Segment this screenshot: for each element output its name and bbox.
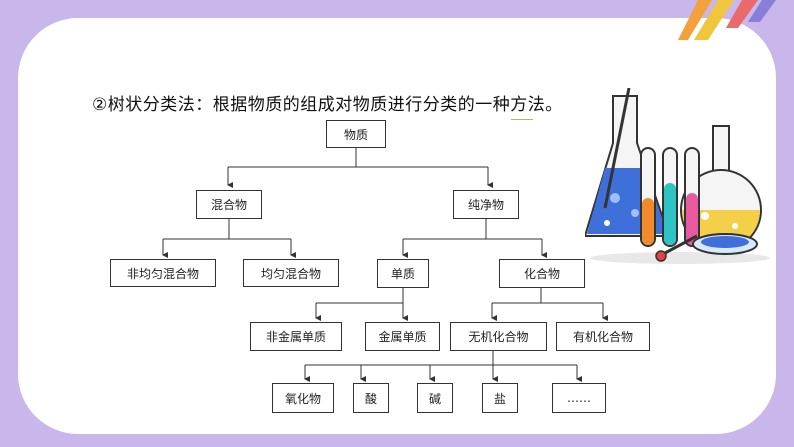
node-acid: 酸 [353, 383, 389, 413]
node-homogeneous-mixture: 均匀混合物 [243, 259, 339, 287]
node-metal-element: 金属单质 [365, 322, 440, 351]
node-ellipsis: …… [552, 383, 606, 413]
node-substance: 物质 [326, 120, 386, 148]
node-nonmetal-element: 非金属单质 [250, 322, 342, 351]
node-salt: 盐 [482, 383, 518, 413]
bottom-strip [0, 437, 794, 447]
node-heterogeneous-mixture: 非均匀混合物 [110, 259, 216, 287]
node-organic-compound: 有机化合物 [556, 322, 650, 351]
node-compound: 化合物 [499, 259, 585, 288]
node-pure-substance: 纯净物 [453, 190, 519, 219]
node-element: 单质 [377, 259, 429, 288]
lab-glassware-illustration [585, 88, 770, 264]
section-heading: ②树状分类法：根据物质的组成对物质进行分类的一种方法。 [92, 95, 563, 115]
node-mixture: 混合物 [196, 190, 262, 219]
node-inorganic-compound: 无机化合物 [450, 322, 547, 351]
node-base: 碱 [417, 383, 453, 413]
heading-underline [511, 119, 533, 120]
pencils-decoration [678, 0, 776, 40]
node-oxide: 氧化物 [272, 383, 334, 413]
